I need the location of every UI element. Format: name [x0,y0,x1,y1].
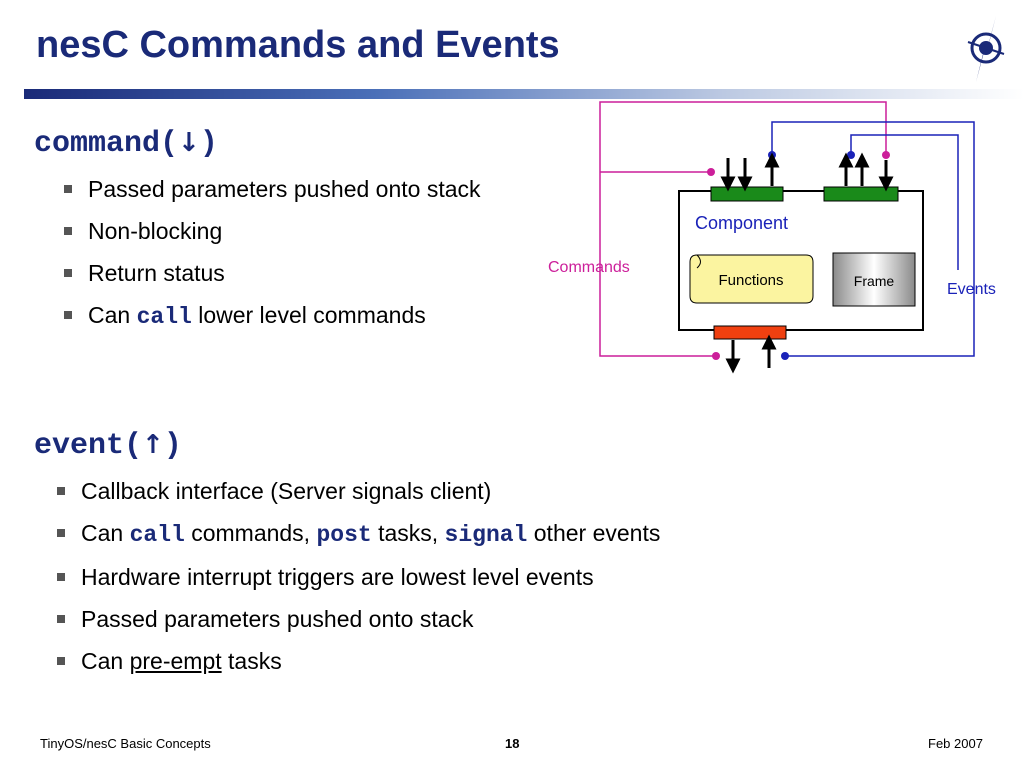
command-close-paren: ) [199,127,218,161]
event-bullet-text: other events [527,520,661,546]
call-code: call [136,304,192,330]
commands-label: Commands [548,259,630,276]
functions-scroll-curl [696,254,701,269]
page-number: 18 [505,736,520,751]
event-bullet-text: tasks [221,648,282,674]
event-bullet-text: Can [81,648,130,674]
down-arrow-icon: ↓ [178,128,200,158]
signal-code: signal [444,522,528,548]
command-bullet-list: Passed parameters pushed onto stack Non-… [62,172,492,350]
list-item: Hardware interrupt triggers are lowest l… [55,560,955,595]
frame-label: Frame [854,273,895,289]
command-bullet-text: Can [88,302,137,328]
event-bullet-text: Hardware interrupt triggers are lowest l… [81,564,594,590]
compass-logo-icon [967,16,1005,82]
list-item: Return status [62,256,492,291]
event-keyword: event( [34,429,143,463]
list-item: Callback interface (Server signals clien… [55,474,955,509]
functions-label: Functions [718,272,783,289]
title-underline-bar [24,89,1024,99]
top-left-interface [710,186,784,202]
top-right-interface [823,186,899,202]
command-bullet-text: Return status [88,260,225,286]
event-bullet-text: tasks, [371,520,445,546]
list-item: Can call commands, post tasks, signal ot… [55,516,955,553]
command-heading: command(↓) [34,127,218,161]
command-bullet-text: lower level commands [191,302,426,328]
commands-wire-dot [707,168,715,176]
list-item: Can call lower level commands [62,298,492,335]
post-code: post [316,522,372,548]
commands-wire-dot [882,151,890,159]
bottom-interface [713,325,787,340]
frame-box [832,252,916,307]
list-item: Can pre-empt tasks [55,644,955,679]
footer-left: TinyOS/nesC Basic Concepts [40,736,211,751]
list-item: Non-blocking [62,214,492,249]
up-arrow-icon: ↑ [142,430,164,460]
list-item: Passed parameters pushed onto stack [62,172,492,207]
event-bullet-text: Passed parameters pushed onto stack [81,606,474,632]
event-heading: event(↑) [34,429,182,463]
events-wire-dot [781,352,789,360]
events-wire-dot [768,151,776,159]
event-bullet-text: Can [81,520,130,546]
slide-title: nesC Commands and Events [36,24,560,66]
events-label: Events [947,281,996,298]
events-wire-dot [847,151,855,159]
footer-date: Feb 2007 [928,736,983,751]
call-code: call [129,522,185,548]
events-wire [771,121,975,357]
command-bullet-text: Passed parameters pushed onto stack [88,176,481,202]
pre-empt-underlined: pre-empt [129,648,222,674]
functions-scroll-shape [689,254,814,304]
event-bullet-text: commands, [184,520,317,546]
events-wire [850,134,959,270]
event-bullet-text: Callback interface (Server signals clien… [81,478,492,504]
component-label: Component [695,213,788,233]
event-bullet-list: Callback interface (Server signals clien… [55,474,955,686]
command-bullet-text: Non-blocking [88,218,223,244]
event-close-paren: ) [163,429,182,463]
command-keyword: command( [34,127,179,161]
commands-wire-dot [712,352,720,360]
commands-wire [599,101,887,357]
list-item: Passed parameters pushed onto stack [55,602,955,637]
